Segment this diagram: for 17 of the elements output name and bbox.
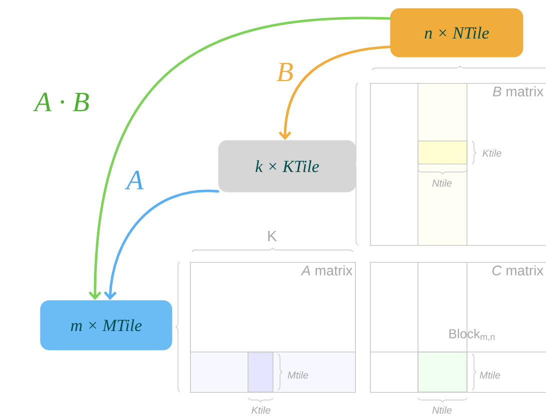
tile-box: m × MTile: [40, 300, 172, 350]
edge-label: A · B: [32, 92, 89, 112]
dimension-label: Ntile: [432, 179, 452, 187]
dimension-label: Ktile: [252, 406, 270, 414]
dimension-label: Mtile: [480, 371, 500, 379]
dimension-label: Ktile: [482, 149, 502, 157]
tile-box: k × KTile: [218, 140, 356, 192]
dimension-label: K: [268, 230, 277, 242]
block-label: Block$_{m,n}$: [449, 328, 495, 342]
arrow: [88, 17, 392, 300]
arrow: [104, 190, 220, 300]
arrow: [278, 46, 392, 140]
dimension-label: Ntile: [432, 406, 452, 414]
edge-label: A: [124, 170, 144, 190]
tile-box: n × NTile: [390, 8, 524, 58]
edge-label: B: [276, 62, 293, 82]
dimension-label: Mtile: [288, 371, 308, 379]
